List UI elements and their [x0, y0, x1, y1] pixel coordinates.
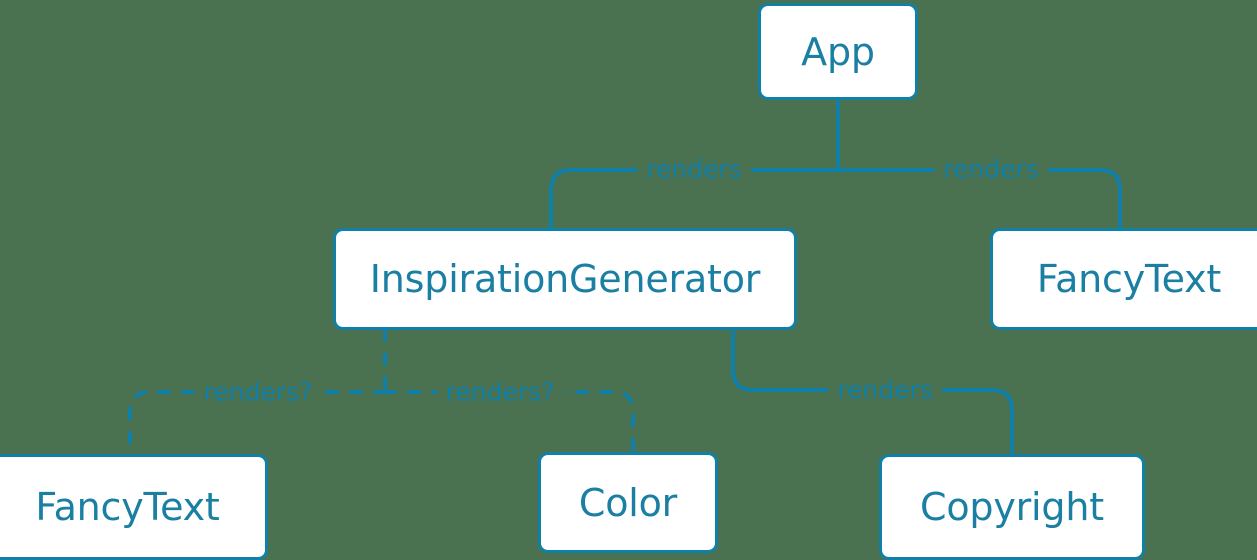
edge-app-to-fancytext — [836, 168, 1122, 230]
edge-label-inspirationgenerator-to-fancytext: renders? — [194, 379, 322, 405]
node-copyright-label: Copyright — [920, 485, 1104, 529]
node-fancytext-right[interactable]: FancyText — [990, 228, 1257, 330]
edge-label-inspirationgenerator-to-color: renders? — [436, 379, 564, 405]
node-fancytext-bottom[interactable]: FancyText — [0, 454, 268, 560]
node-fancytext-bottom-label: FancyText — [35, 485, 220, 529]
edge-inspirationgenerator-to-fancytext — [128, 390, 387, 456]
node-fancytext-right-label: FancyText — [1036, 257, 1222, 301]
node-copyright[interactable]: Copyright — [879, 454, 1145, 560]
node-app-label: App — [801, 29, 875, 74]
edge-label-inspirationgenerator-to-copyright: renders — [828, 377, 942, 403]
edge-label-app-to-inspirationgenerator: renders — [637, 156, 751, 182]
edge-app-to-inspirationgenerator — [549, 168, 840, 230]
node-color[interactable]: Color — [538, 452, 718, 553]
node-inspirationgenerator[interactable]: InspirationGenerator — [333, 228, 797, 330]
edge-label-app-to-fancytext: renders — [934, 156, 1048, 182]
node-color-label: Color — [578, 480, 678, 525]
node-app[interactable]: App — [758, 3, 918, 100]
node-inspirationgenerator-label: InspirationGenerator — [369, 257, 761, 301]
edge-inspirationgenerator-to-color — [383, 390, 635, 454]
